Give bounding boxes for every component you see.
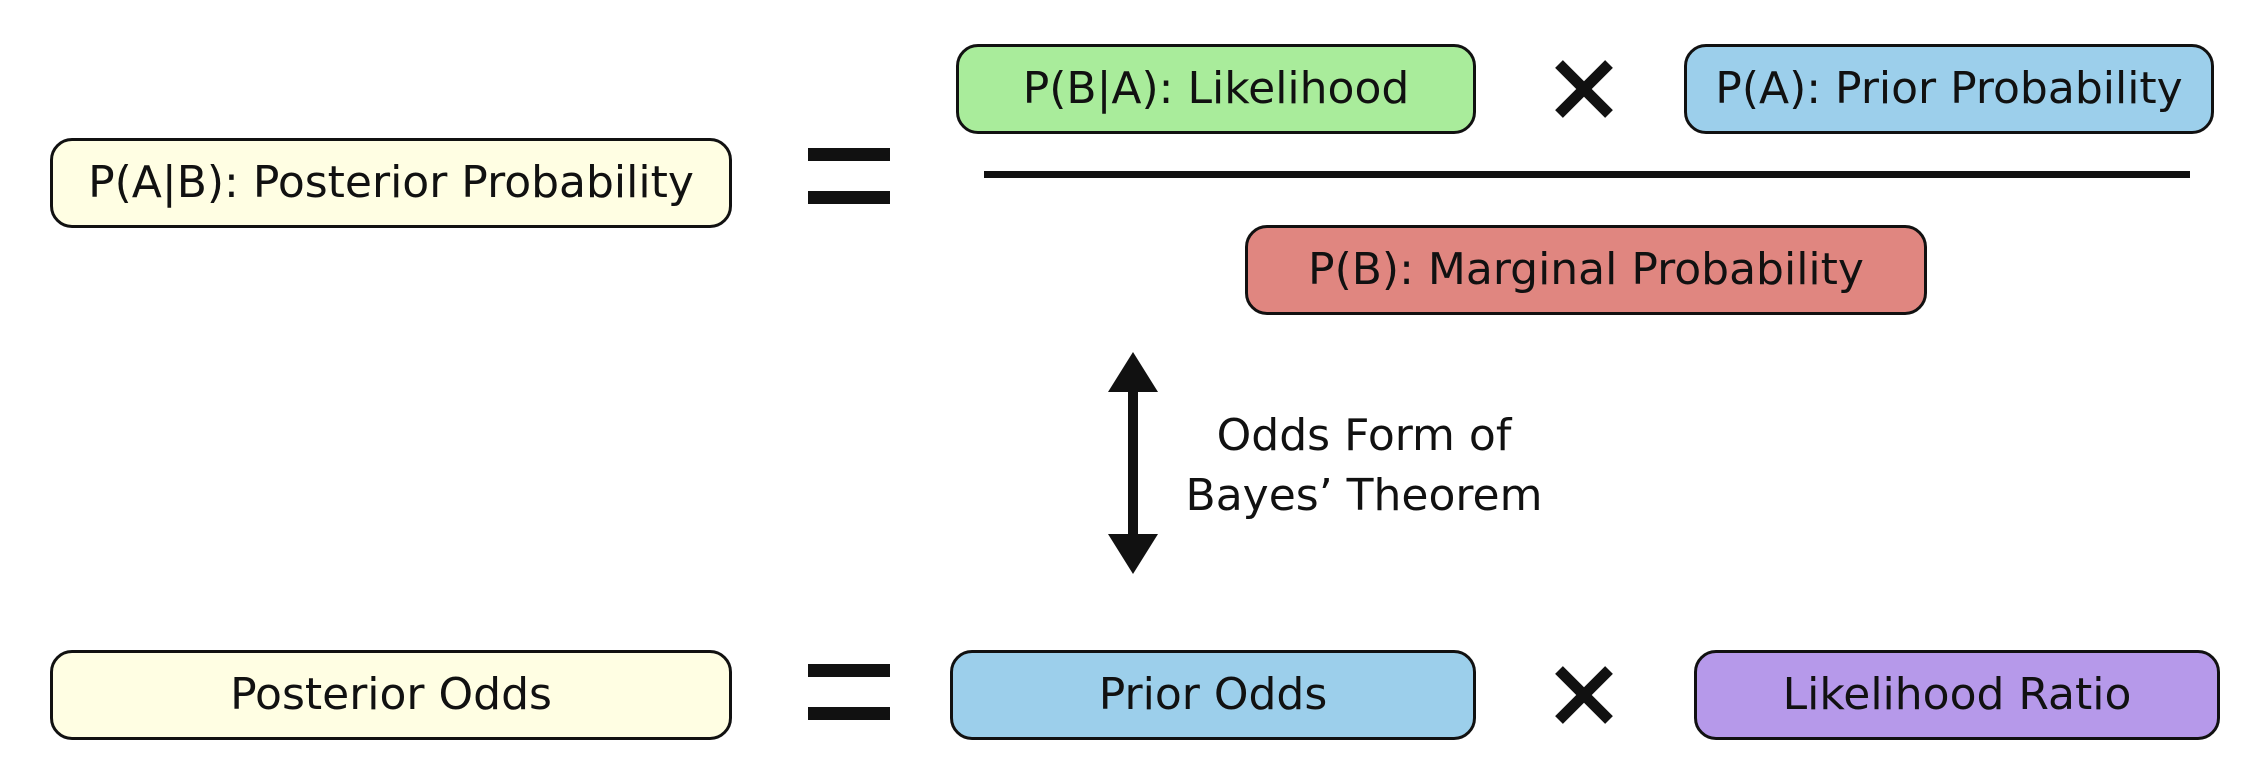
- prior-odds-box: Prior Odds: [950, 650, 1476, 740]
- multiply-sign-top: [1555, 60, 1613, 118]
- prior-probability-box: P(A): Prior Probability: [1684, 44, 2214, 134]
- odds-form-note: Odds Form of Bayes’ Theorem: [1164, 406, 1564, 526]
- likelihood-label: P(B|A): Likelihood: [1022, 63, 1410, 114]
- fraction-bar: [984, 171, 2190, 178]
- likelihood-box: P(B|A): Likelihood: [956, 44, 1476, 134]
- odds-form-note-line2: Bayes’ Theorem: [1185, 470, 1543, 521]
- marginal-probability-label: P(B): Marginal Probability: [1308, 244, 1864, 295]
- posterior-odds-label: Posterior Odds: [230, 669, 552, 720]
- equals-sign-top: [808, 148, 890, 204]
- likelihood-ratio-label: Likelihood Ratio: [1782, 669, 2132, 720]
- prior-odds-label: Prior Odds: [1098, 669, 1328, 720]
- likelihood-ratio-box: Likelihood Ratio: [1694, 650, 2220, 740]
- posterior-probability-label: P(A|B): Posterior Probability: [88, 157, 694, 208]
- double-arrow-icon: [1108, 352, 1158, 574]
- equals-sign-bottom: [808, 664, 890, 720]
- posterior-probability-box: P(A|B): Posterior Probability: [50, 138, 732, 228]
- odds-form-note-line1: Odds Form of: [1216, 410, 1512, 461]
- multiply-sign-bottom: [1555, 666, 1613, 724]
- prior-probability-label: P(A): Prior Probability: [1715, 63, 2183, 114]
- posterior-odds-box: Posterior Odds: [50, 650, 732, 740]
- marginal-probability-box: P(B): Marginal Probability: [1245, 225, 1927, 315]
